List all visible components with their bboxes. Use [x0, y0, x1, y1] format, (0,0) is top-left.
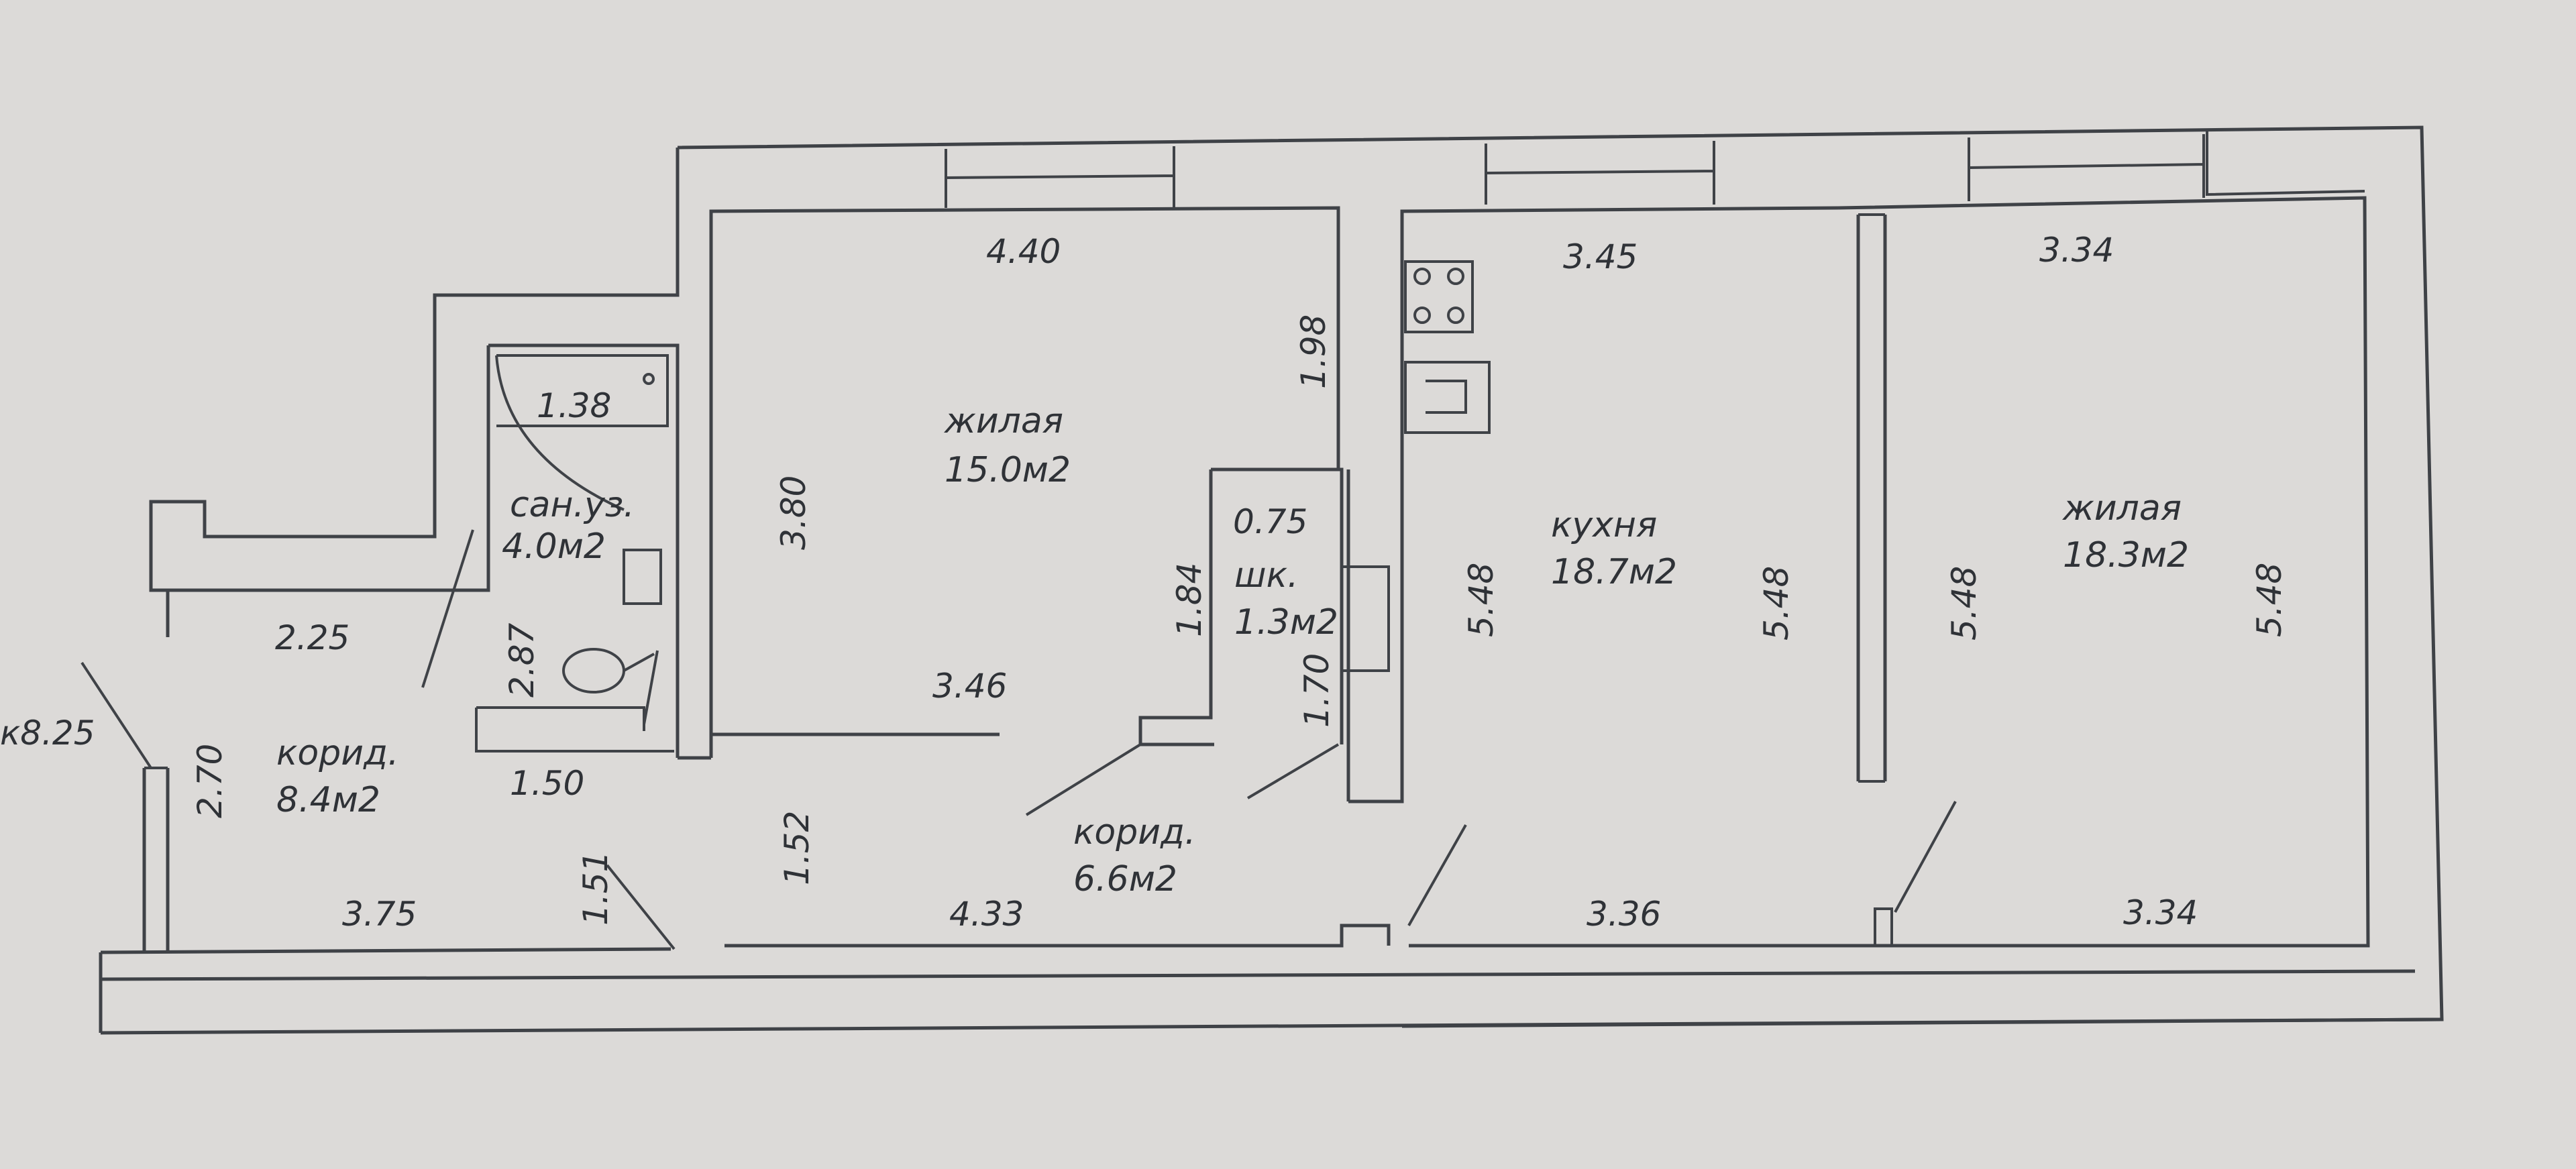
dim-closet-right: 1.70	[1297, 653, 1336, 728]
dim-living1-left: 3.80	[774, 476, 813, 550]
dim-corr1-left: 2.70	[191, 744, 229, 818]
corridor1-area: 8.4м2	[276, 780, 380, 820]
stove-icon	[1404, 260, 1474, 333]
dim-corr2-left: 1.51	[576, 851, 615, 926]
dim-kitchen-bottom: 3.36	[1587, 895, 1661, 934]
dim-corr2-right: 1.52	[777, 811, 816, 885]
dim-living1-right-lower: 1.84	[1170, 563, 1209, 637]
dim-living1-bottom: 3.46	[932, 667, 1007, 706]
dim-living2-left: 5.48	[1945, 566, 1984, 641]
bathroom-area: 4.0м2	[502, 526, 606, 567]
sink-icon	[1404, 361, 1491, 434]
room-labels: жилая 15.0м2 сан.уз. 4.0м2 корид. 8.4м2 …	[276, 401, 2189, 899]
dimension-labels: 1.38 4.40 3.80 1.98 1.84 3.46 0.75 1.70 …	[0, 231, 2289, 934]
dim-cut-left: к8.25	[0, 714, 95, 753]
dim-living2-right: 5.48	[2250, 563, 2289, 637]
dim-living1-right-upper: 1.98	[1294, 315, 1333, 389]
living2-area: 18.3м2	[2063, 535, 2189, 575]
dim-closet-top: 0.75	[1233, 502, 1307, 541]
dim-living2-top: 3.34	[2039, 231, 2114, 270]
dim-bath-top: 1.38	[537, 386, 611, 425]
dim-kitchen-top: 3.45	[1563, 237, 1638, 276]
living1-area: 15.0м2	[945, 450, 1071, 490]
kitchen-area: 18.7м2	[1551, 552, 1677, 592]
corridor2-area: 6.6м2	[1073, 859, 1177, 899]
closet-name: шк.	[1234, 555, 1299, 596]
dim-corr1-top: 2.25	[275, 618, 350, 657]
living1-name: жилая	[944, 401, 1063, 441]
closet-area: 1.3м2	[1234, 602, 1338, 643]
living2-name: жилая	[2062, 488, 2182, 528]
bathroom-name: сан.уз.	[510, 485, 635, 525]
walls	[80, 125, 2444, 1035]
dim-living2-bottom: 3.34	[2123, 893, 2198, 932]
corridor2-name: корид.	[1073, 812, 1196, 852]
dim-bath-left: 2.87	[502, 622, 541, 698]
dim-kitchen-right: 5.48	[1757, 566, 1796, 641]
dim-bath-bottom: 1.50	[510, 764, 584, 803]
dim-living1-top: 4.40	[986, 232, 1061, 271]
dim-corr1-bottom: 3.75	[342, 895, 417, 934]
dim-kitchen-left: 5.48	[1462, 563, 1501, 637]
dim-corr2-bottom: 4.33	[949, 895, 1024, 934]
corridor1-name: корид.	[276, 733, 399, 773]
kitchen-name: кухня	[1551, 505, 1657, 545]
